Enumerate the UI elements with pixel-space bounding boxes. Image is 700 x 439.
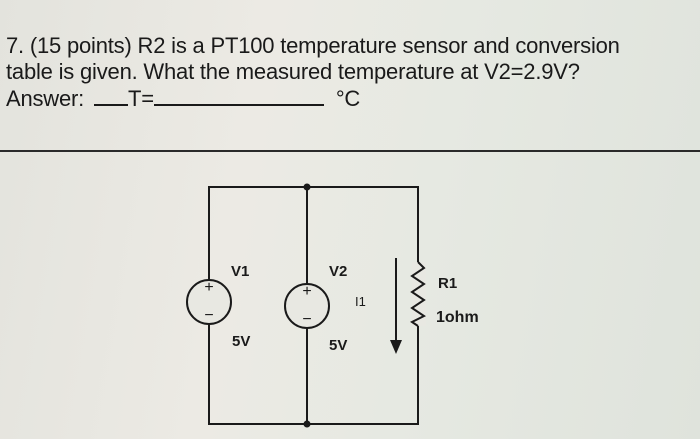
v1-plus-sign: +: [204, 279, 213, 296]
r1-label: R1: [438, 275, 457, 292]
v1-minus-sign: −: [204, 307, 213, 324]
question-line-1: 7. (15 points) R2 is a PT100 temperature…: [6, 33, 620, 58]
v2-source-circle: [284, 283, 330, 329]
unit-label: °C: [335, 86, 361, 111]
current-arrow: [390, 258, 402, 354]
v1-source: + −: [186, 279, 232, 325]
v2-source: + −: [284, 283, 330, 329]
v2-minus-sign: −: [302, 311, 311, 328]
current-label: I1: [355, 294, 366, 309]
junction-dot-top: [303, 183, 311, 191]
outer-wire-loop: [208, 186, 419, 425]
section-divider: [0, 150, 700, 152]
r1-value: 1ohm: [436, 309, 479, 326]
temperature-label: T=: [128, 86, 154, 111]
temperature-answer-blank[interactable]: [153, 86, 324, 106]
junction-dot-bottom: [303, 420, 311, 428]
v1-source-circle: [186, 279, 232, 325]
v2-plus-sign: +: [302, 283, 311, 300]
r1-resistor: [410, 261, 426, 327]
v2-label: V2: [329, 263, 347, 280]
v2-value: 5V: [329, 337, 347, 354]
answer-line: Answer: T= °C: [6, 86, 360, 111]
answer-label: Answer:: [6, 86, 85, 111]
answer-blank-short[interactable]: [94, 86, 128, 106]
question-line-2: table is given. What the measured temper…: [6, 59, 580, 84]
v1-label: V1: [231, 263, 249, 280]
v1-value: 5V: [232, 333, 250, 350]
